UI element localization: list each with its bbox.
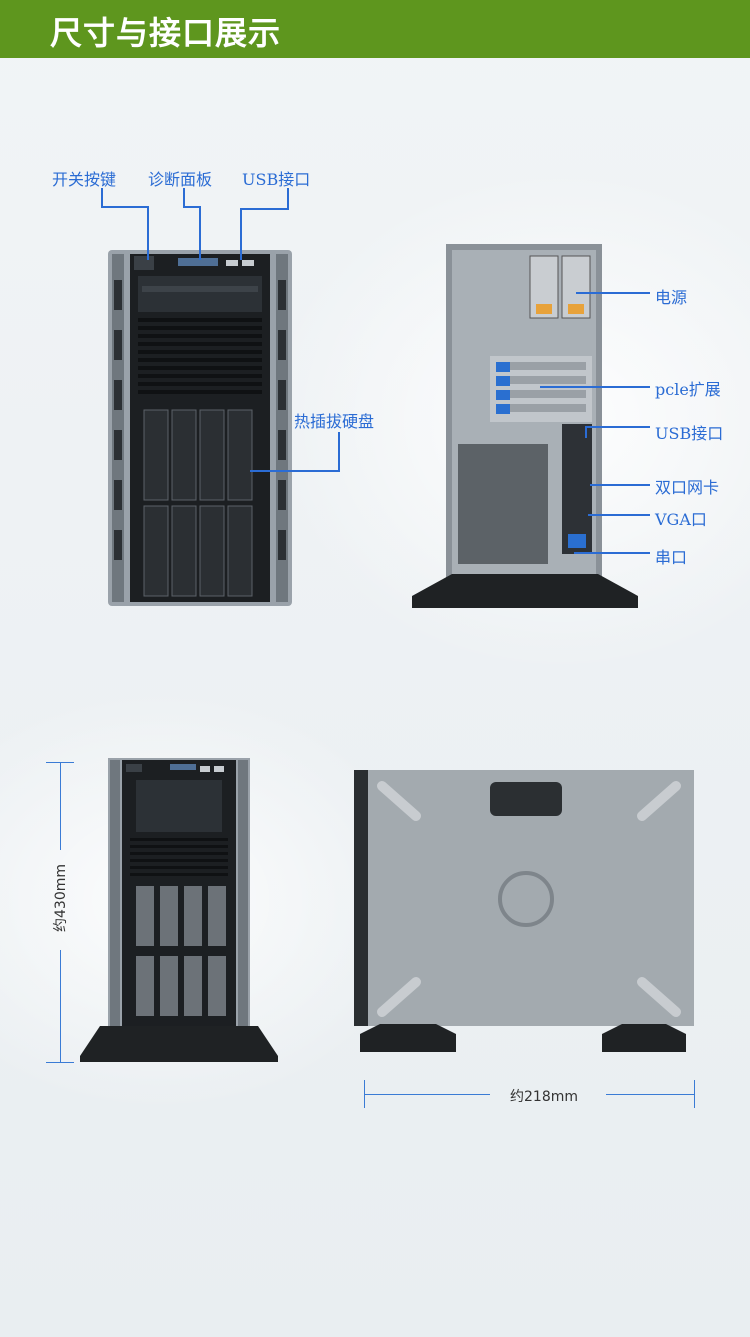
callout-pcie: pcle扩展 (655, 380, 721, 399)
leader-line (585, 426, 587, 438)
leader-line (147, 206, 149, 260)
callout-diag-panel: 诊断面板 (148, 170, 213, 189)
callout-psu: 电源 (655, 288, 688, 307)
leader-line (588, 514, 650, 516)
leader-line (101, 188, 103, 208)
leader-line (183, 188, 185, 208)
leader-line (590, 484, 650, 486)
leader-line (240, 208, 289, 210)
server-rear-image (412, 244, 638, 608)
server-front-image (108, 250, 292, 606)
leader-line (338, 432, 340, 472)
leader-line (574, 552, 650, 554)
leader-line (183, 206, 201, 208)
leader-line (540, 386, 650, 388)
leader-line (250, 470, 340, 472)
callout-power-button: 开关按键 (52, 170, 117, 189)
leader-line (199, 206, 201, 260)
depth-dimension-label: 约218mm (510, 1089, 578, 1105)
height-dimension-line-lower (60, 950, 61, 1062)
depth-dimension-line-left (364, 1094, 490, 1095)
callout-serial: 串口 (655, 548, 688, 567)
callout-vga: VGA口 (655, 510, 707, 529)
height-dimension-bottom-tick (46, 1062, 74, 1063)
height-dimension-label: 约430mm (53, 864, 69, 932)
callout-dual-nic: 双口网卡 (655, 478, 720, 497)
depth-dimension-line-right (606, 1094, 694, 1095)
server-front-dimension-image (80, 758, 278, 1062)
leader-line (585, 426, 650, 428)
leader-line (576, 292, 650, 294)
height-dimension-line-upper (60, 762, 61, 850)
depth-dimension-right-tick (694, 1080, 695, 1108)
server-side-image (354, 770, 694, 1052)
callout-usb-rear: USB接口 (655, 424, 724, 443)
callout-usb-front: USB接口 (242, 170, 311, 189)
leader-line (101, 206, 149, 208)
leader-line (240, 208, 242, 260)
callout-hotswap-drives: 热插拔硬盘 (294, 412, 375, 431)
page-title: 尺寸与接口展示 (50, 14, 282, 52)
section-header: 尺寸与接口展示 (0, 0, 750, 58)
leader-line (287, 188, 289, 210)
